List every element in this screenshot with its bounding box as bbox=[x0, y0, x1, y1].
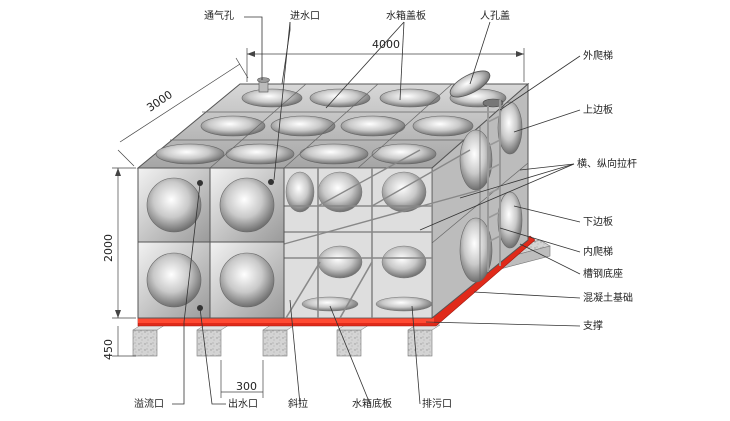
label-bottom-edge-plate: 下边板 bbox=[583, 215, 613, 228]
dimension-base-label: 450 bbox=[102, 339, 115, 360]
vent-pipe bbox=[257, 77, 270, 93]
label-inner-ladder: 内爬梯 bbox=[583, 245, 613, 258]
label-channel-steel-base: 槽钢底座 bbox=[583, 267, 623, 280]
label-vent-hole: 通气孔 bbox=[204, 9, 234, 22]
tie-rods bbox=[283, 149, 481, 318]
tank-interior bbox=[283, 167, 433, 319]
label-tank-bottom-plate: 水箱底板 bbox=[352, 397, 392, 410]
label-support: 支撑 bbox=[583, 319, 603, 332]
tank-right-side bbox=[431, 82, 529, 320]
dimension-height-label: 2000 bbox=[102, 234, 115, 262]
label-manhole-cover: 人孔盖 bbox=[480, 9, 510, 22]
label-overflow-outlet: 溢流口 bbox=[134, 397, 164, 410]
front-panels bbox=[137, 167, 285, 319]
support bbox=[132, 324, 441, 357]
label-water-outlet: 出水口 bbox=[228, 397, 258, 410]
label-outer-ladder: 外爬梯 bbox=[583, 49, 613, 62]
diagonal-braces bbox=[285, 261, 373, 319]
dimension-width-label: 3000 bbox=[144, 88, 174, 114]
label-water-inlet: 进水口 bbox=[290, 10, 320, 22]
dimension-length: 4000 bbox=[246, 38, 525, 82]
label-diagonal-brace: 斜拉 bbox=[288, 397, 308, 410]
label-tie-rods: 横、纵向拉杆 bbox=[577, 157, 637, 170]
outer-ladder bbox=[487, 100, 501, 272]
label-drain-outlet: 排污口 bbox=[422, 397, 452, 410]
dimension-height: 2000 bbox=[102, 167, 136, 319]
labels: 通气孔 进水口 水箱盖板 人孔盖 外爬梯 上边板 横、纵向拉杆 下边板 内爬梯 … bbox=[134, 9, 637, 410]
label-tank-cover-plate: 水箱盖板 bbox=[386, 9, 426, 22]
dimension-base: 450 bbox=[102, 326, 136, 360]
leader-lines bbox=[172, 16, 581, 405]
label-top-edge-plate: 上边板 bbox=[583, 103, 613, 116]
dimension-spacing-label: 300 bbox=[236, 380, 257, 393]
tank-cover-plates bbox=[155, 83, 507, 169]
label-concrete-foundation: 混凝土基础 bbox=[583, 291, 633, 304]
dimension-length-label: 4000 bbox=[372, 38, 400, 51]
dimension-spacing: 300 bbox=[220, 360, 264, 398]
